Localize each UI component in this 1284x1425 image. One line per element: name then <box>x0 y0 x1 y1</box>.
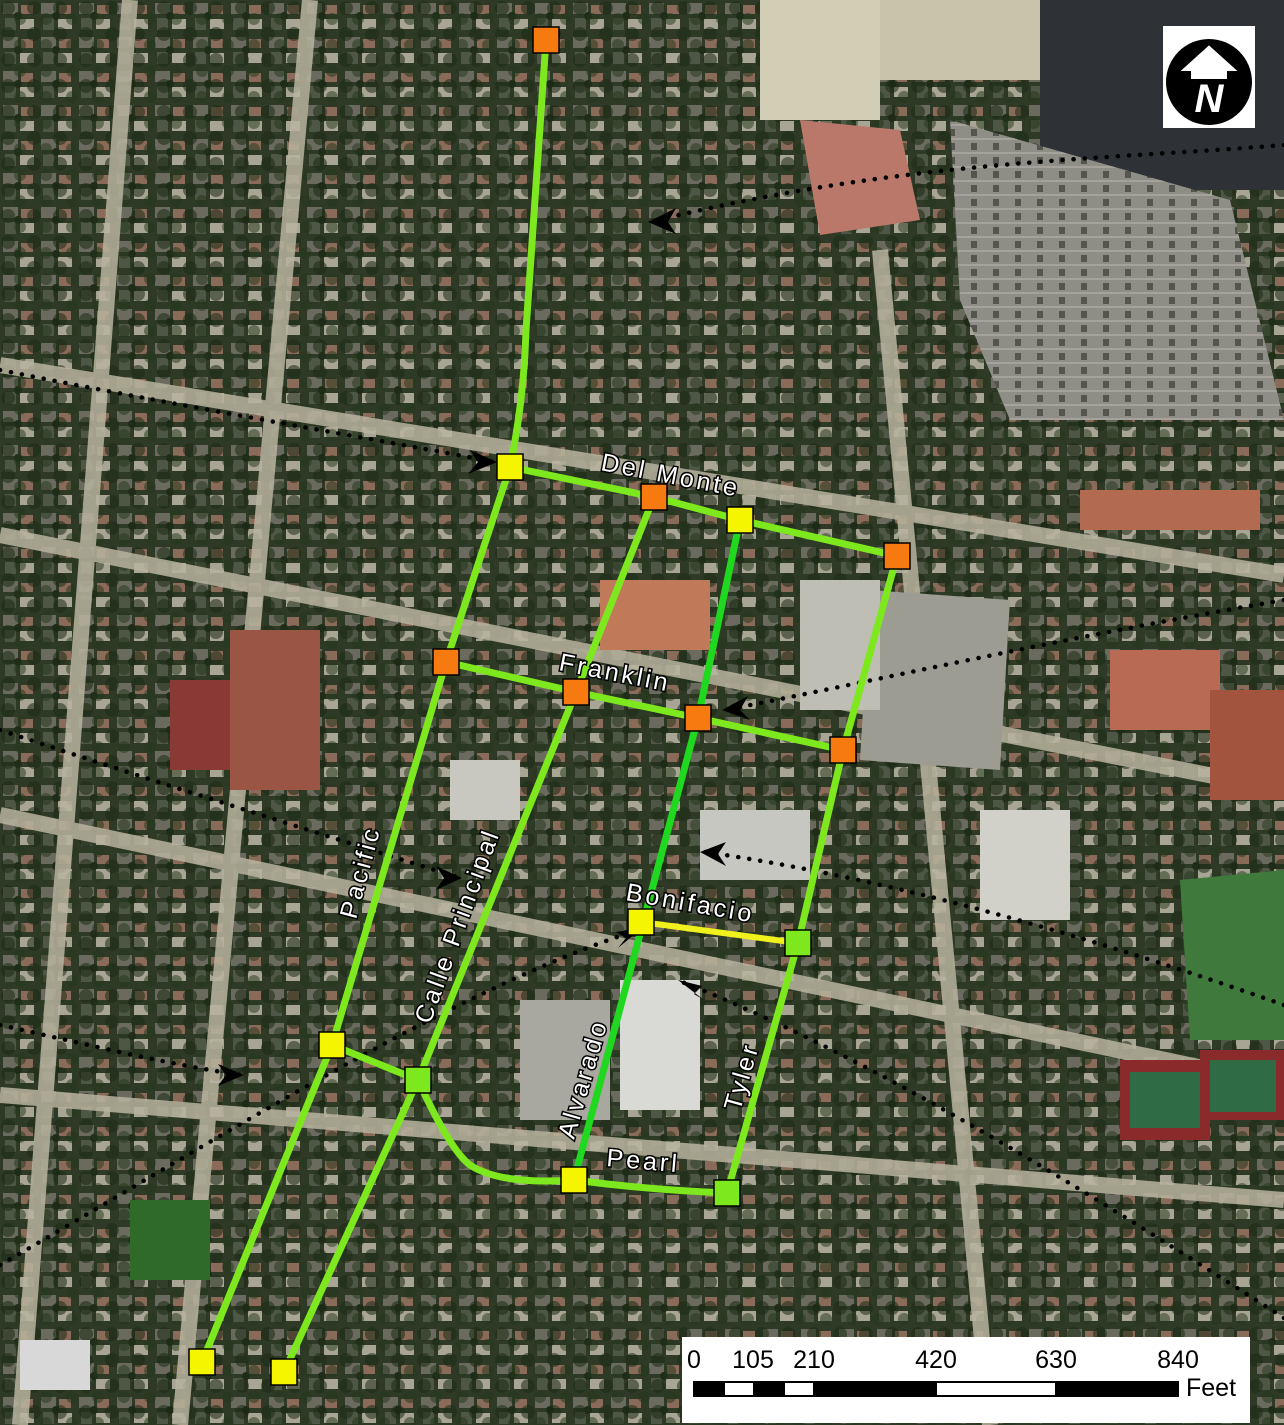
route-del-monte <box>506 463 901 560</box>
scale-unit: Feet <box>1186 1374 1236 1402</box>
marker-green <box>713 1179 741 1207</box>
route-pacific-calle-connector <box>328 1041 422 1084</box>
flow-arrow-west-calle <box>0 727 463 881</box>
scale-tick-630: 630 <box>1035 1346 1077 1374</box>
north-arrow-icon: N <box>1175 42 1243 122</box>
intersection-markers <box>188 26 911 1386</box>
arrowhead-icon <box>678 980 704 1000</box>
marker-yellow <box>726 506 754 534</box>
marker-orange <box>432 648 460 676</box>
scale-tick-0: 0 <box>687 1346 701 1374</box>
scale-bar: 0 105 210 420 630 840 Feet <box>682 1337 1250 1423</box>
flow-arrowheads <box>218 208 750 1086</box>
arrowhead-icon <box>700 842 726 866</box>
scale-tick-105: 105 <box>732 1346 774 1374</box>
route-pearl <box>414 1076 731 1197</box>
scale-bar-segments <box>693 1381 1179 1397</box>
arrowhead-icon <box>436 866 462 890</box>
marker-orange <box>883 542 911 570</box>
marker-orange <box>562 678 590 706</box>
scale-tick-840: 840 <box>1157 1346 1199 1374</box>
marker-orange <box>829 736 857 764</box>
flow-arrow-northeast <box>647 142 1284 225</box>
route-franklin <box>442 658 847 754</box>
marker-yellow <box>560 1166 588 1194</box>
marker-green <box>404 1066 432 1094</box>
flow-arrows <box>0 142 1284 1321</box>
marker-orange <box>532 26 560 54</box>
route-calle-principal <box>280 493 658 1376</box>
north-arrow-letter: N <box>1195 77 1225 121</box>
marker-green <box>784 929 812 957</box>
marker-yellow <box>627 908 655 936</box>
north-arrow: N <box>1163 26 1255 128</box>
route-bonifacio <box>638 919 801 946</box>
marker-yellow <box>496 453 524 481</box>
route-north-spur <box>506 36 550 471</box>
scale-tick-210: 210 <box>793 1346 835 1374</box>
flow-arrow-east-bonifacio <box>702 849 1284 1008</box>
flow-arrow-west-pearl <box>0 1022 245 1078</box>
marker-yellow <box>270 1358 298 1386</box>
scale-tick-420: 420 <box>915 1346 957 1374</box>
route-pacific <box>198 463 514 1366</box>
arrowhead-icon <box>218 1064 244 1086</box>
flow-arrow-southeast-tyler <box>679 979 1284 1321</box>
flow-arrow-southwest-alvarado <box>0 927 641 1268</box>
arrowhead-icon <box>468 450 497 474</box>
route-network <box>198 36 901 1376</box>
arrowhead-icon <box>722 696 750 720</box>
arrowhead-icon <box>648 208 676 234</box>
marker-yellow <box>318 1031 346 1059</box>
marker-orange <box>684 704 712 732</box>
route-tyler <box>723 552 901 1197</box>
marker-yellow <box>188 1348 216 1376</box>
marker-orange <box>640 483 668 511</box>
